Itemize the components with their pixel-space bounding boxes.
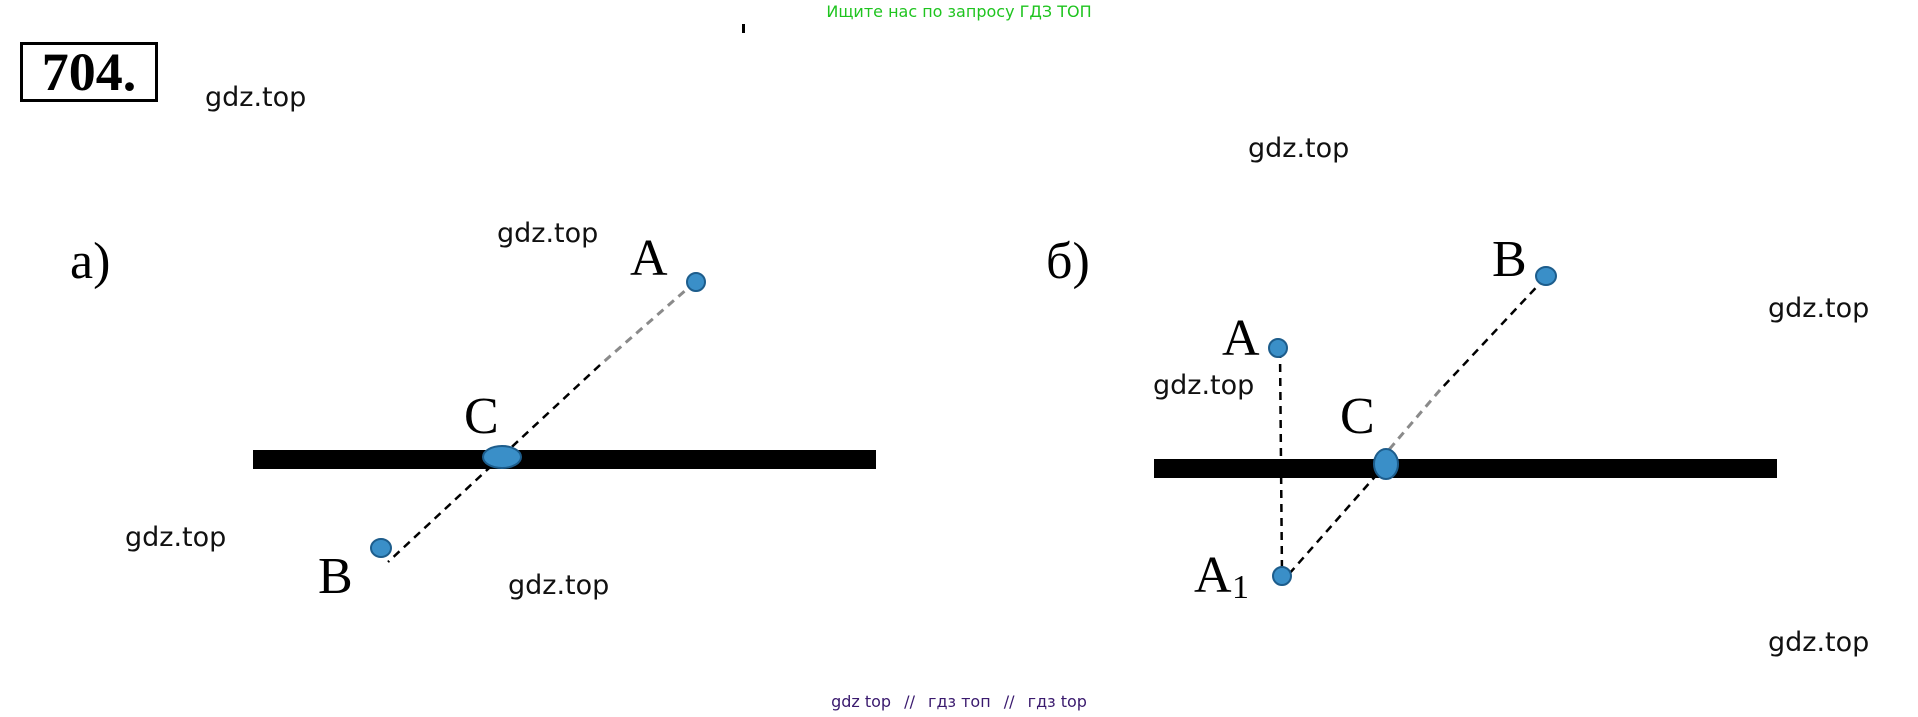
footer-links: gdz top // гдз топ // гдз top [0, 692, 1918, 711]
figure-b-segment-bc-upper [1439, 277, 1546, 391]
watermark: gdz.top [125, 522, 227, 553]
figure-b-line [1154, 459, 1777, 478]
figure-b-label-c: C [1340, 388, 1375, 445]
figure-a-segment-cb [387, 455, 503, 563]
figure-a-label-a: A [630, 230, 668, 287]
watermark: gdz.top [508, 570, 610, 601]
watermark: gdz.top [1248, 133, 1350, 164]
watermark: gdz.top [1153, 370, 1255, 401]
figure-b-segment-ca1 [1281, 462, 1388, 583]
figure-a-label-c: C [464, 388, 499, 445]
figure-b-label-a1-subscript: 1 [1232, 569, 1249, 606]
figure-a-point-a [686, 272, 706, 292]
watermark: gdz.top [205, 82, 307, 113]
figure-b-label-a: A [1222, 310, 1260, 367]
top-banner: Ищите нас по запросу ГДЗ ТОП [826, 2, 1092, 21]
figure-a-segment-ac-light [599, 280, 696, 367]
figure-b-label: б) [1046, 233, 1090, 290]
figure-b-segment-aa1 [1278, 349, 1284, 576]
figure-a-point-b [370, 538, 392, 558]
footer-link[interactable]: гдз топ [928, 692, 991, 711]
figure-b-point-b [1535, 266, 1557, 286]
figure-b-point-c [1373, 448, 1399, 480]
figure-b-segment-bc-light [1385, 389, 1442, 453]
figure-b-point-a [1268, 338, 1288, 358]
figure-a-point-c [482, 445, 522, 469]
footer-separator: // [1003, 692, 1015, 711]
footer-link[interactable]: гдз top [1027, 692, 1087, 711]
footer-separator: // [904, 692, 915, 711]
problem-number-box: 704. [20, 42, 158, 102]
figure-b-point-a1 [1272, 566, 1292, 586]
figure-a-line [253, 450, 876, 469]
figure-a-label-b: B [318, 548, 353, 605]
watermark: gdz.top [1768, 293, 1870, 324]
watermark: gdz.top [1768, 627, 1870, 658]
figure-a-label: а) [70, 233, 110, 290]
problem-number: 704. [41, 42, 137, 102]
watermark: gdz.top [497, 218, 599, 249]
figure-b-label-a1: A [1194, 547, 1232, 604]
figure-b-label-b: B [1492, 231, 1527, 288]
tick-mark [742, 24, 745, 33]
figure-a-segment-ac [501, 364, 601, 457]
footer-link[interactable]: gdz top [831, 692, 892, 711]
